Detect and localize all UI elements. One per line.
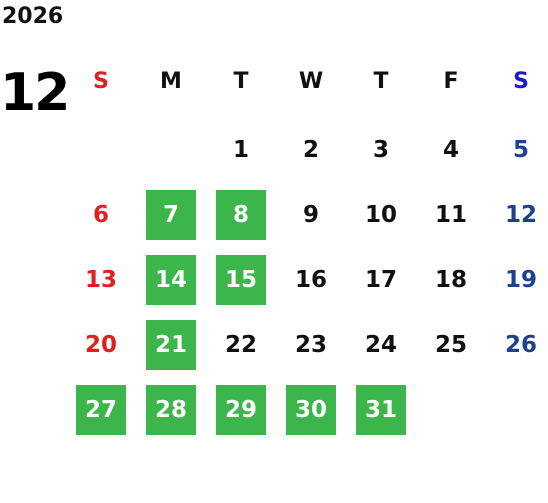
day-cell[interactable]: 16 (294, 267, 327, 293)
weekday-header-tuesday: T (233, 68, 249, 94)
day-cell[interactable]: 5 (512, 137, 529, 163)
weekday-header-thursday: T (373, 68, 389, 94)
day-cell-highlighted[interactable]: 14 (146, 255, 196, 305)
day-cell-highlighted[interactable]: 15 (216, 255, 266, 305)
day-cell-highlighted[interactable]: 27 (76, 385, 126, 435)
day-cell[interactable]: 22 (224, 332, 257, 358)
day-cell-highlighted[interactable]: 21 (146, 320, 196, 370)
day-cell[interactable]: 26 (504, 332, 537, 358)
weekday-header-saturday: S (513, 68, 529, 94)
day-cell[interactable]: 1 (232, 137, 249, 163)
year-label: 2026 (2, 4, 64, 29)
weekday-header-wednesday: W (298, 68, 324, 94)
day-cell[interactable]: 2 (302, 137, 319, 163)
day-cell[interactable]: 10 (364, 202, 397, 228)
day-cell-highlighted[interactable]: 8 (216, 190, 266, 240)
day-cell[interactable]: 23 (294, 332, 327, 358)
day-cell[interactable]: 4 (442, 137, 459, 163)
weekday-header-sunday: S (93, 68, 109, 94)
weekday-header-monday: M (160, 68, 182, 94)
day-cell[interactable]: 3 (372, 137, 389, 163)
day-cell[interactable]: 6 (92, 202, 109, 228)
day-cell-highlighted[interactable]: 7 (146, 190, 196, 240)
day-cell-highlighted[interactable]: 28 (146, 385, 196, 435)
day-cell-highlighted[interactable]: 31 (356, 385, 406, 435)
month-number: 12 (0, 63, 70, 123)
day-cell[interactable]: 11 (434, 202, 467, 228)
day-cell[interactable]: 18 (434, 267, 467, 293)
day-cell[interactable]: 13 (84, 267, 117, 293)
day-cell[interactable]: 12 (504, 202, 537, 228)
day-cell[interactable]: 17 (364, 267, 397, 293)
day-cell-highlighted[interactable]: 30 (286, 385, 336, 435)
day-cell-highlighted[interactable]: 29 (216, 385, 266, 435)
day-cell[interactable]: 9 (302, 202, 319, 228)
day-cell[interactable]: 24 (364, 332, 397, 358)
day-cell[interactable]: 20 (84, 332, 117, 358)
day-cell[interactable]: 19 (504, 267, 537, 293)
day-cell[interactable]: 25 (434, 332, 467, 358)
weekday-header-friday: F (443, 68, 459, 94)
